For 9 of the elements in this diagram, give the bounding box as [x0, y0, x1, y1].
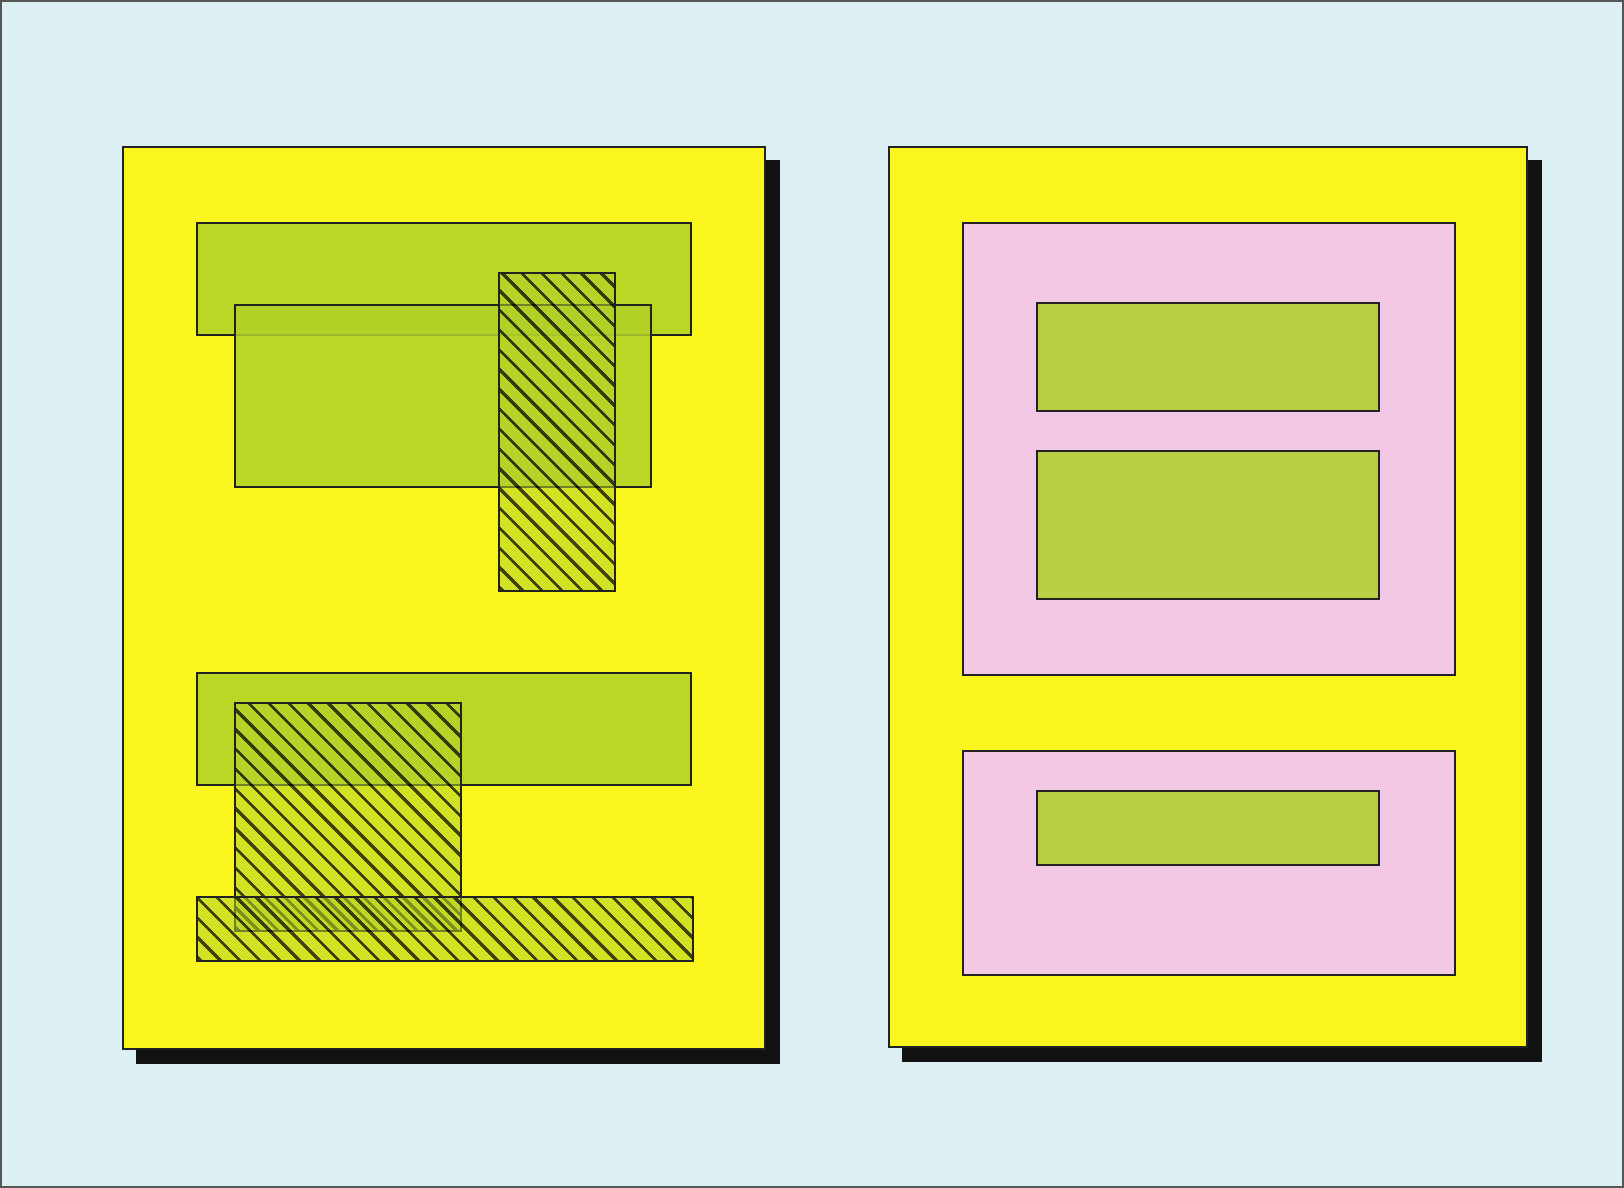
hatched-rect [498, 272, 616, 592]
window-rect [962, 750, 1456, 976]
window-rect [196, 672, 692, 786]
window-rect [1036, 302, 1380, 412]
window-rect [1036, 790, 1380, 866]
hatched-rect [196, 896, 694, 962]
window-rect [962, 222, 1456, 676]
window-rect [1036, 450, 1380, 600]
window-rect [234, 304, 652, 488]
